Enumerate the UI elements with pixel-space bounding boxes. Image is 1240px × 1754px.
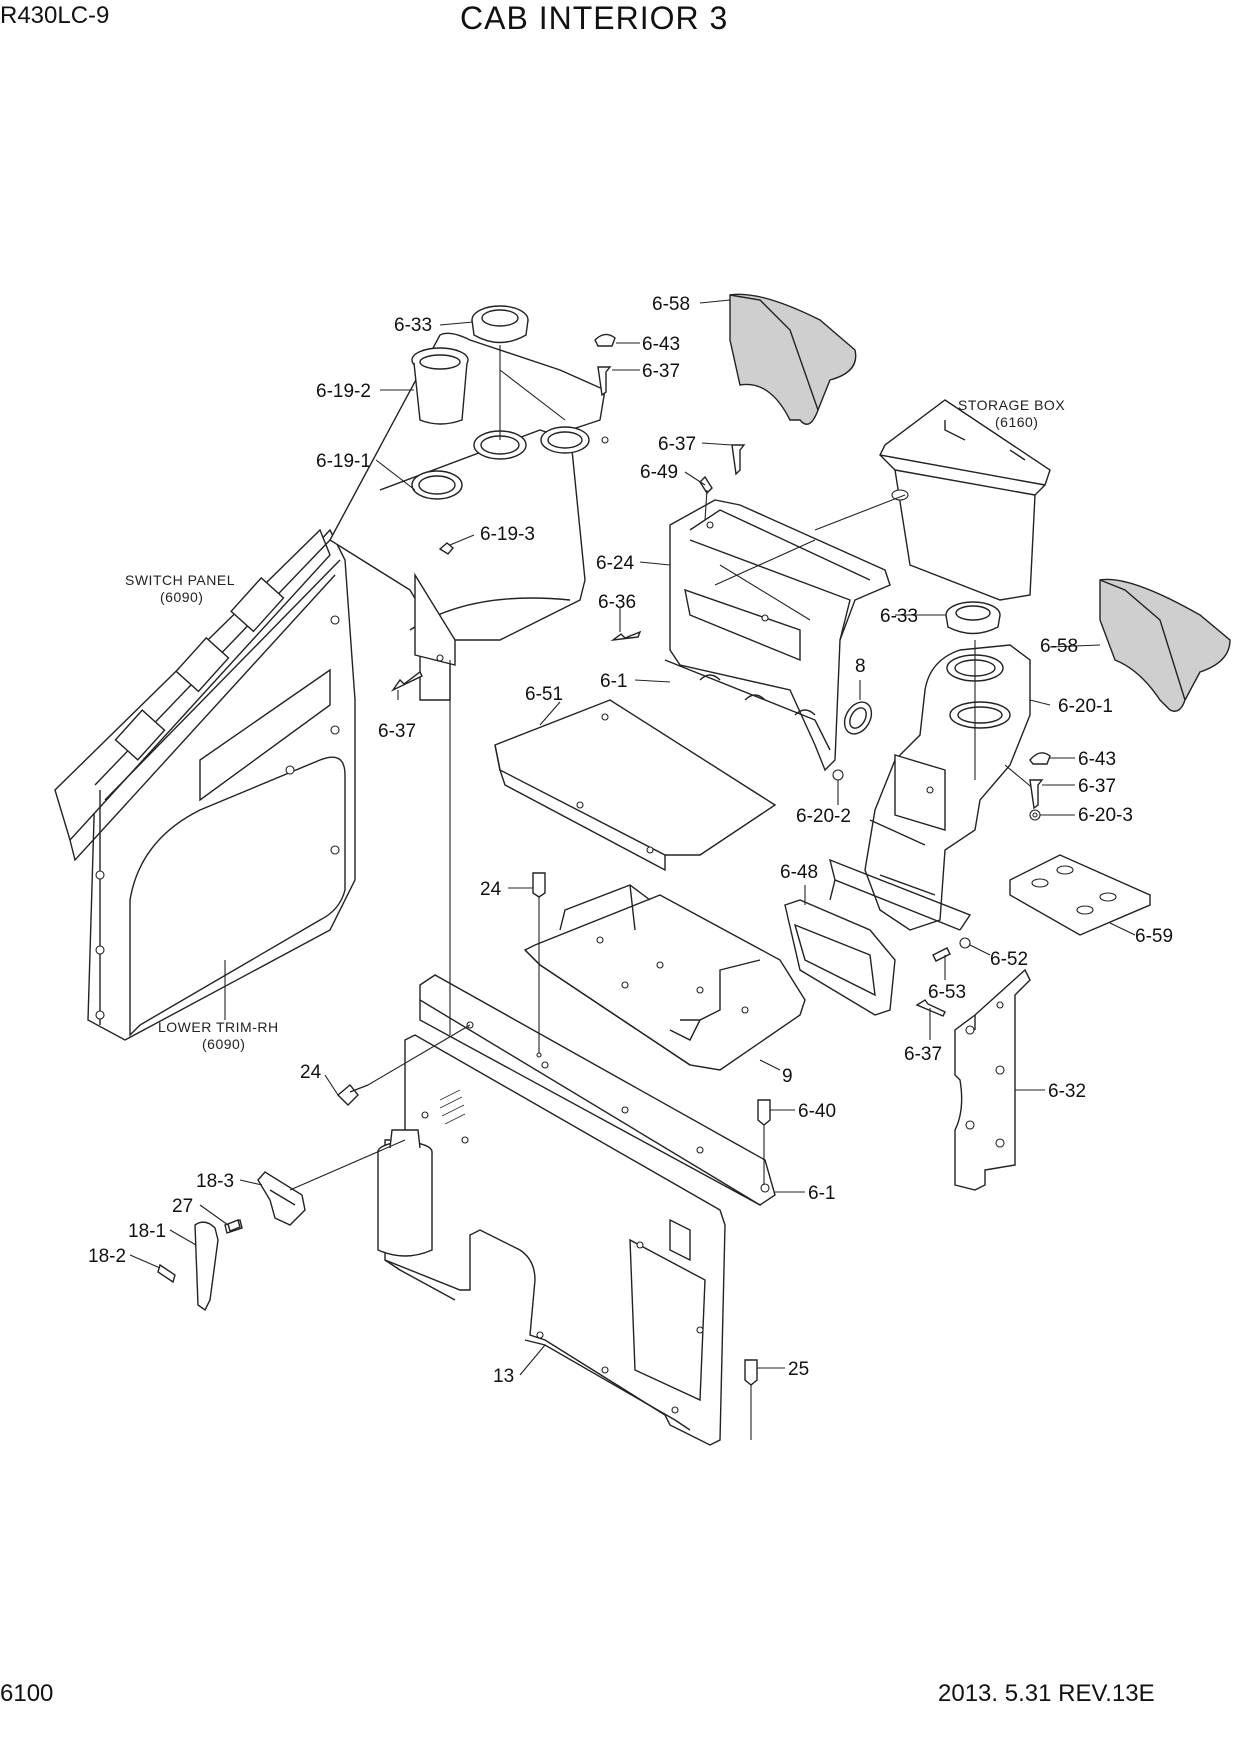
tray-plate — [494, 699, 777, 872]
callout-8: 8 — [855, 656, 866, 677]
callout-24-top: 24 — [480, 879, 502, 900]
console-frame — [664, 494, 906, 772]
callout-6-20-3: 6-20-3 — [1078, 805, 1133, 826]
vent-grille — [439, 1089, 466, 1125]
callout-6-52: 6-52 — [990, 949, 1028, 970]
lower-trim-label: LOWER TRIM-RH — [158, 1019, 279, 1035]
callout-6-36: 6-36 — [598, 592, 636, 613]
callout-6-37-a: 6-37 — [642, 361, 680, 382]
armrest-pad-right — [1099, 578, 1231, 712]
callout-6-53: 6-53 — [928, 982, 966, 1003]
right-console-cap — [945, 601, 1001, 635]
knob-8 — [843, 701, 873, 735]
callout-6-43-top: 6-43 — [642, 334, 680, 355]
fasteners — [227, 333, 1051, 1440]
callout-6-58-right: 6-58 — [1040, 636, 1078, 657]
lower-trim-ref: (6090) — [202, 1036, 245, 1052]
page-title: CAB INTERIOR 3 — [460, 0, 729, 36]
switch-panel-ref: (6090) — [160, 589, 203, 605]
callout-25: 25 — [788, 1359, 809, 1380]
switch-panel-lower-trim: SWITCH PANEL (6090) LOWER TRIM-RH (6090) — [54, 528, 356, 1052]
storage-box-ref: (6160) — [995, 414, 1038, 430]
lever-assembly — [157, 1139, 406, 1312]
callout-6-37-c: 6-37 — [378, 721, 416, 742]
callout-6-59: 6-59 — [1135, 926, 1173, 947]
callout-6-37-b: 6-37 — [658, 434, 696, 455]
right-console — [864, 640, 1036, 931]
callout-6-19-1: 6-19-1 — [316, 451, 371, 472]
callout-6-1-b: 6-1 — [808, 1183, 835, 1204]
revision-date: 2013. 5.31 REV.13E — [938, 1680, 1155, 1707]
callout-6-19-2: 6-19-2 — [316, 381, 371, 402]
callout-6-37-e: 6-37 — [904, 1044, 942, 1065]
back-panel — [384, 1034, 726, 1446]
callout-6-20-1: 6-20-1 — [1058, 696, 1113, 717]
callout-6-51: 6-51 — [525, 684, 563, 705]
mounting-bracket — [523, 884, 806, 1071]
callout-labels: 6-58 6-33 6-43 6-37 6-19-2 6-19-1 6-37 6… — [88, 294, 1173, 1387]
console-cap — [471, 305, 566, 440]
callout-6-1-a: 6-1 — [600, 671, 627, 692]
callout-18-3: 18-3 — [196, 1171, 234, 1192]
callout-24-left: 24 — [300, 1062, 322, 1083]
callout-6-48: 6-48 — [780, 862, 818, 883]
vertical-plate — [954, 968, 1031, 1191]
page-number: 6100 — [0, 1680, 54, 1707]
clip-6-49 — [699, 475, 713, 521]
model-number: R430LC-9 — [0, 2, 110, 29]
floor-mat — [1009, 854, 1151, 936]
callout-6-20-2: 6-20-2 — [796, 806, 851, 827]
callout-6-24: 6-24 — [596, 553, 634, 574]
callout-6-40: 6-40 — [798, 1101, 836, 1122]
callout-6-33-top: 6-33 — [394, 315, 432, 336]
grab-handle — [784, 858, 972, 1016]
switch-panel-label: SWITCH PANEL — [125, 572, 235, 588]
callout-6-58-top: 6-58 — [652, 294, 690, 315]
long-plate — [419, 974, 776, 1206]
callout-leaders — [129, 299, 1136, 1376]
callout-6-49: 6-49 — [640, 462, 678, 483]
cup-holder-console — [329, 332, 609, 701]
cup-holder-insert — [411, 347, 469, 425]
fire-extinguisher — [377, 1129, 433, 1257]
storage-box-label: STORAGE BOX — [958, 397, 1065, 413]
callout-13: 13 — [493, 1366, 514, 1387]
callout-18-1: 18-1 — [128, 1221, 166, 1242]
callout-9: 9 — [782, 1066, 793, 1087]
armrest-pad-top — [729, 293, 857, 425]
callout-6-33-right: 6-33 — [880, 606, 918, 627]
callout-6-43-right: 6-43 — [1078, 749, 1116, 770]
storage-box: STORAGE BOX (6160) — [879, 397, 1065, 601]
callout-6-32: 6-32 — [1048, 1081, 1086, 1102]
callout-18-2: 18-2 — [88, 1246, 126, 1267]
callout-6-19-3: 6-19-3 — [480, 524, 535, 545]
callout-27: 27 — [172, 1196, 193, 1217]
callout-6-37-d: 6-37 — [1078, 776, 1116, 797]
